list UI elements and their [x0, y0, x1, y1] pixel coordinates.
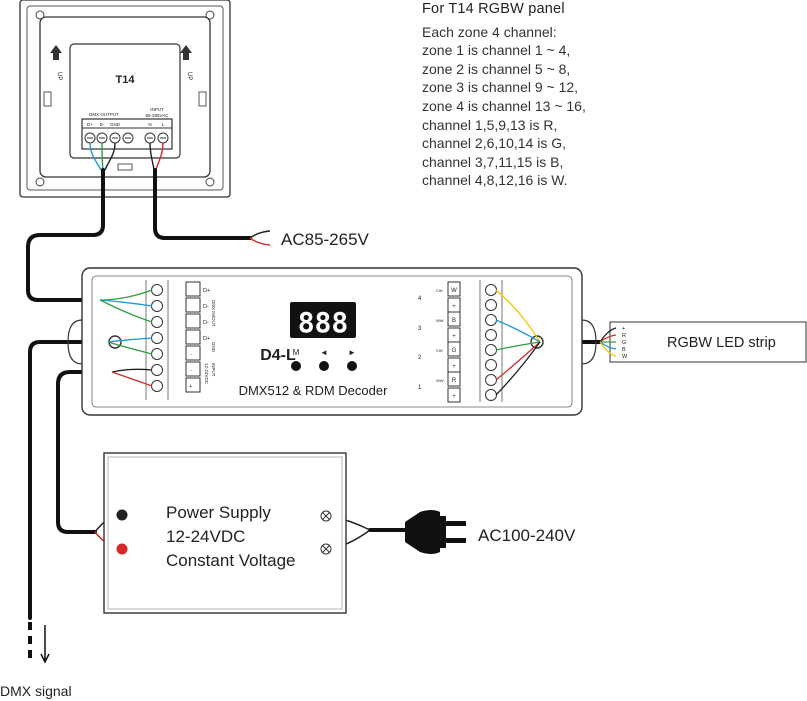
dec-button-left-label: ◄ — [320, 348, 328, 357]
strip-term-r: R — [622, 333, 626, 339]
panel-input-label: INPUT — [150, 107, 164, 112]
psu-positive-terminal — [116, 543, 128, 555]
svg-text:+: + — [452, 394, 456, 400]
panel-dmx-output-label: DMX OUTPUT — [89, 112, 119, 117]
panel-terminal-n: N — [148, 122, 151, 127]
rgbw-led-strip: + R G B W RGBW LED strip — [599, 321, 807, 363]
dec-display-digits: 888 — [298, 306, 349, 339]
strip-term-plus: + — [622, 326, 625, 332]
dec-dmx-in-out-label: DMX IN/OUT — [211, 300, 216, 327]
svg-text:+: + — [452, 334, 456, 340]
dec-color-w: W — [451, 288, 457, 294]
dec-channel-2: 2 — [418, 355, 422, 361]
dmx-signal-label: DMX signal — [0, 683, 72, 699]
dec-term-dminus-2: D- — [203, 320, 209, 326]
strip-term-b: B — [622, 347, 626, 353]
psu-line-3: Constant Voltage — [166, 551, 295, 570]
notes-line: zone 2 is channel 5 ~ 8, — [422, 60, 571, 77]
notes-title: For T14 RGBW panel — [422, 1, 565, 17]
dec-channel-4: 4 — [418, 296, 422, 302]
notes-line: channel 4,8,12,16 is W. — [422, 172, 568, 189]
dec-button-left[interactable] — [319, 361, 329, 371]
panel-terminal-l: L — [162, 122, 165, 127]
dec-cw-1: CW — [436, 288, 443, 293]
dec-term-neg: - — [190, 352, 192, 358]
dec-channel-3: 3 — [418, 326, 422, 332]
panel-model: T14 — [116, 74, 136, 86]
psu-line-1: Power Supply — [166, 503, 271, 522]
notes-line: Each zone 4 channel: — [422, 23, 557, 40]
notes-line: zone 1 is channel 1 ~ 4, — [422, 42, 571, 59]
notes-line: channel 1,5,9,13 is R, — [422, 116, 558, 133]
dec-color-g: G — [452, 348, 457, 354]
dec-channel-1: 1 — [418, 385, 422, 391]
led-strip-label: RGBW LED strip — [667, 335, 776, 351]
dec-cw-2: CW — [436, 348, 443, 353]
panel-terminal-dminus: D- — [100, 122, 105, 127]
dec-color-r: R — [452, 378, 457, 384]
notes-line: zone 3 is channel 9 ~ 12, — [422, 79, 579, 96]
ac-panel-label: AC85-265V — [281, 230, 370, 249]
dec-ww-2: WW — [436, 378, 444, 383]
notes-line: zone 4 is channel 13 ~ 16, — [422, 97, 586, 114]
ac-plug-icon — [405, 510, 466, 554]
notes-line: channel 2,6,10,14 is G, — [422, 135, 566, 152]
psu-negative-terminal — [116, 509, 128, 521]
svg-text:UP: UP — [186, 72, 192, 80]
dec-display — [290, 302, 356, 338]
dec-input-label: INPUT — [211, 363, 216, 377]
dec-button-m-label: M — [293, 348, 300, 357]
panel-input-voltage: 85-265VAC — [146, 113, 170, 118]
dec-term-pos: + — [189, 384, 192, 390]
t14-panel: UP UP T14 DMX OUTPUT INPUT 85-265VAC D+ … — [19, 0, 231, 198]
svg-text:+: + — [452, 364, 456, 370]
d4l-decoder: D+ D- D- D+ - - + DMX IN/OUT GND INPUT 1… — [67, 267, 597, 416]
psu-line-2: 12-24VDC — [166, 527, 245, 546]
channel-notes: For T14 RGBW panel Each zone 4 channel: … — [422, 0, 802, 190]
svg-text:UP: UP — [56, 72, 62, 80]
dec-term-neg-2: - — [190, 368, 192, 374]
strip-term-g: G — [622, 340, 626, 346]
panel-terminal-dplus: D+ — [87, 122, 93, 127]
dec-button-right[interactable] — [347, 361, 357, 371]
ac-supply-label: AC100-240V — [478, 526, 576, 545]
dec-model: D4-L — [260, 347, 296, 364]
dec-color-b: B — [452, 318, 456, 324]
dec-term-dplus: D+ — [203, 288, 210, 294]
dec-button-right-label: ► — [348, 348, 356, 357]
strip-term-w: W — [622, 354, 628, 360]
notes-line: channel 3,7,11,15 is B, — [422, 153, 564, 170]
svg-text:+: + — [452, 304, 456, 310]
dec-input-voltage: 12-24VDC — [204, 363, 209, 385]
dec-button-m[interactable] — [291, 361, 301, 371]
dec-gnd-label: GND — [211, 342, 216, 353]
panel-terminal-gnd: GND — [110, 122, 121, 127]
dec-subtitle: DMX512 & RDM Decoder — [239, 383, 388, 398]
power-supply: Power Supply 12-24VDC Constant Voltage — [103, 452, 347, 614]
dec-term-dplus-2: D+ — [203, 336, 210, 342]
dec-term-dminus: D- — [203, 304, 209, 310]
dec-ww-1: WW — [436, 318, 444, 323]
